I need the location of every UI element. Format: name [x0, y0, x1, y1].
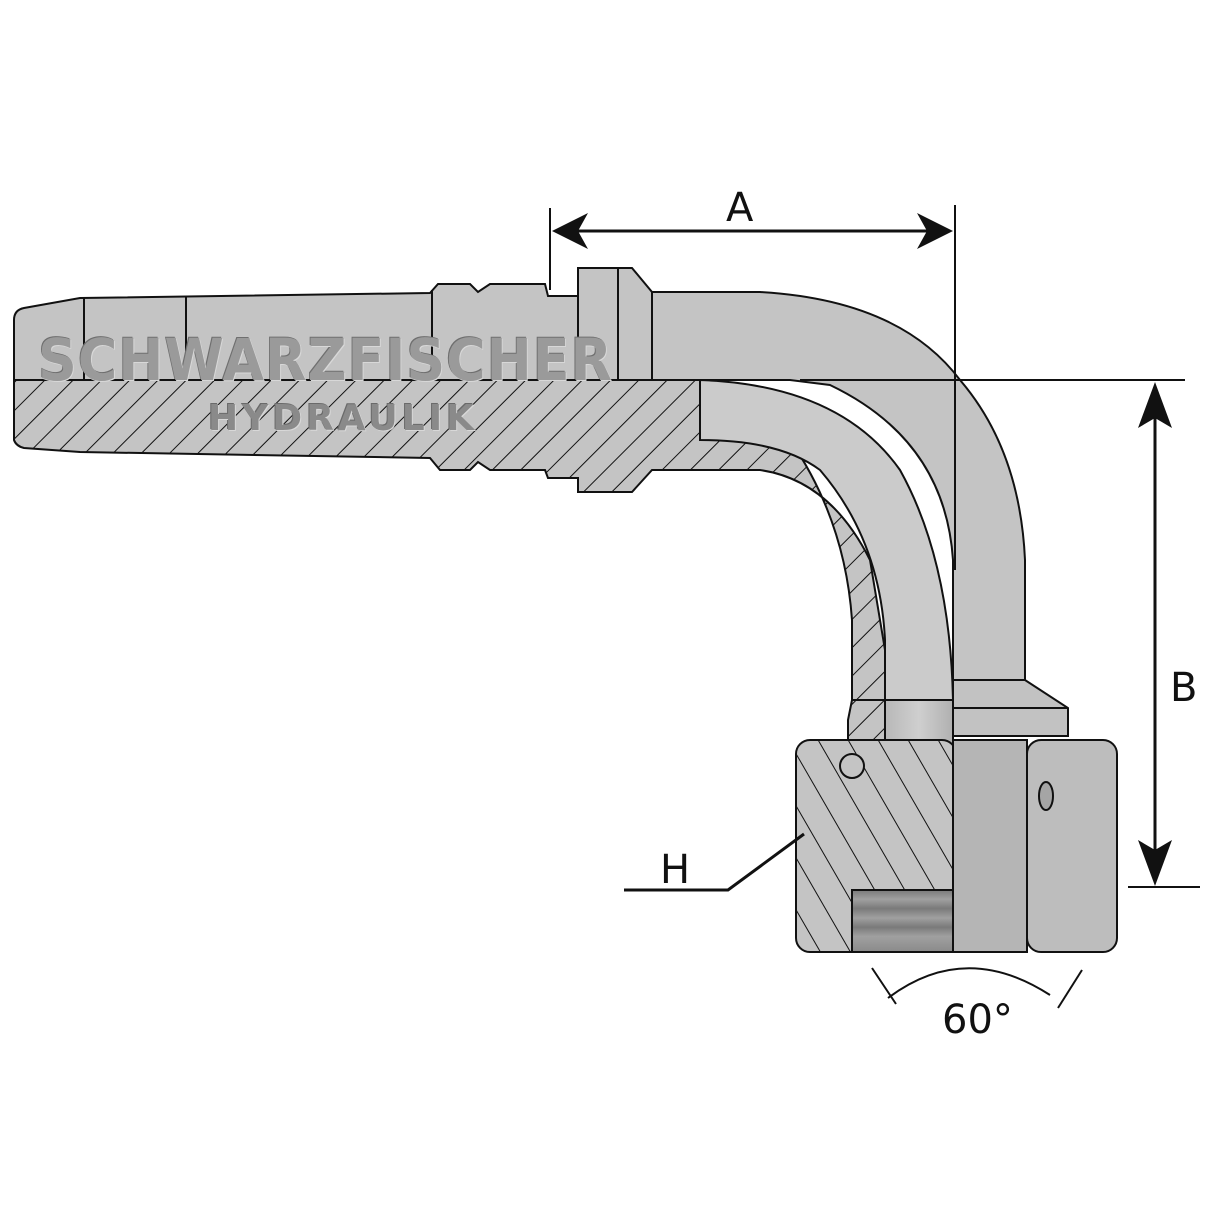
dimension-b-label: B — [1170, 665, 1198, 711]
brand-watermark-line2: HYDRAULIK — [208, 398, 479, 439]
dimension-h-label: H — [660, 847, 691, 893]
dimension-lines — [549, 205, 1200, 1009]
swivel-nut — [795, 739, 1118, 953]
brand-watermark-line1: SCHWARZFISCHER — [38, 326, 613, 394]
dimension-a-label: A — [726, 185, 754, 231]
angle-label: 60° — [942, 997, 1013, 1043]
